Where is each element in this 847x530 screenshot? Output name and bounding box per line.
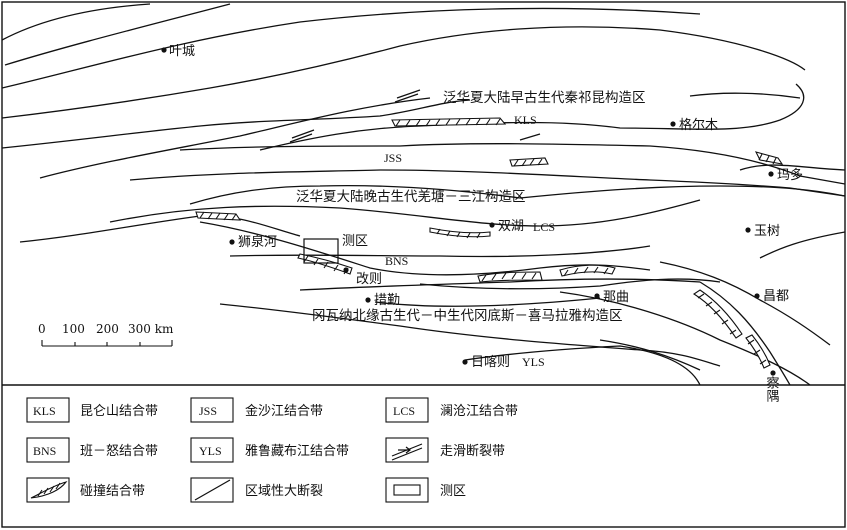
legend-code-jss: JSS [199,404,217,418]
city-dot-geermu [670,121,676,127]
city-label-rikaze: 日喀则 [471,354,510,370]
strike-slip-icon [391,443,423,461]
legend-text-yls: 雅鲁藏布江结合带 [245,444,349,459]
city-label-maduo: 玛多 [777,167,803,183]
survey-area-icon [393,484,421,496]
survey-area-label: 测区 [342,234,368,249]
city-label-yushu: 玉树 [754,224,780,239]
legend-swatch-lcs [385,397,429,423]
city-label-gaize: 改则 [356,272,382,287]
city-label-naqu: 那曲 [603,290,629,305]
scale-tick-300: 300 km [128,322,174,336]
region-label-north: 泛华夏大陆早古生代秦祁昆构造区 [443,90,646,106]
city-label-shuanghu: 双湖 [498,219,524,234]
legend: KLS 昆仑山结合带 JSS 金沙江结合带 LCS 澜沧江结合带 BNS 班－怒… [26,397,518,503]
map-label-bns: BNS [385,254,408,268]
legend-swatch-kls [26,397,70,423]
city-dot-shuanghu [489,222,495,228]
legend-swatch-bns [26,437,70,463]
legend-text-strike-slip: 走滑断裂带 [440,444,505,459]
regional-fault-lines [2,3,845,385]
city-dot-naqu [594,293,600,299]
city-dot-yecheng [161,47,167,53]
legend-text-collision: 碰撞结合带 [80,484,145,499]
map-label-kls: KLS [514,113,537,127]
city-dot-yushu [745,227,751,233]
city-label-cuoqin: 措勤 [374,293,400,308]
scale-bar: 0 100 200 300 km [38,322,174,347]
legend-code-kls: KLS [33,404,56,418]
city-label-geermu: 格尔木 [679,117,718,133]
legend-swatch-collision [26,477,70,503]
scale-tick-100: 100 [62,322,85,336]
city-dot-cuoqin [365,297,371,303]
scale-tick-0: 0 [38,322,46,336]
city-dot-maduo [768,171,774,177]
city-dot-shizihe [229,239,235,245]
city-label-yecheng: 叶城 [169,44,195,59]
city-label-chayu: 察隅 [764,376,780,402]
city-markers: 叶城 格尔木 玛多 玉树 狮泉河 双湖 改则 措勤 那曲 昌都 日喀则 察隅 [161,44,803,402]
legend-text-bns: 班－怒结合带 [80,444,158,459]
legend-swatch-strike-slip [385,437,429,463]
legend-text-survey: 测区 [440,484,466,499]
city-dot-gaize [343,267,349,273]
scale-tick-200: 200 [96,322,119,336]
legend-swatch-jss [190,397,234,423]
region-label-south: 冈瓦纳北缘古生代－中生代冈底斯－喜马拉雅构造区 [312,308,623,324]
regional-fault-icon [194,479,231,501]
collision-zone-icon [30,481,68,499]
map-label-jss: JSS [384,151,402,165]
map-label-yls: YLS [522,355,545,369]
legend-code-yls: YLS [199,444,222,458]
survey-area-box [303,238,339,264]
legend-swatch-survey [385,477,429,503]
legend-swatch-yls [190,437,234,463]
city-dot-chayu [770,370,776,376]
legend-text-fault: 区域性大断裂 [245,484,323,499]
legend-text-lcs: 澜沧江结合带 [440,403,518,419]
tectonic-region-labels: 泛华夏大陆早古生代秦祁昆构造区 泛华夏大陆晚古生代羌塘－三江构造区 冈瓦纳北缘古… [296,90,646,324]
strike-slip-fault-markers [289,89,541,143]
city-label-shizihe: 狮泉河 [238,234,277,250]
legend-code-lcs: LCS [393,404,415,418]
city-label-changdu: 昌都 [763,289,789,304]
legend-text-kls: 昆仑山结合带 [80,404,158,419]
city-dot-rikaze [462,359,468,365]
city-dot-changdu [754,293,760,299]
map-label-lcs: LCS [533,220,555,234]
region-label-middle: 泛华夏大陆晚古生代羌塘－三江构造区 [296,189,526,205]
legend-code-bns: BNS [33,444,56,458]
suture-abbreviations: KLS JSS LCS BNS YLS [384,113,555,369]
legend-text-jss: 金沙江结合带 [245,403,323,419]
collision-suture-zones [195,117,784,369]
